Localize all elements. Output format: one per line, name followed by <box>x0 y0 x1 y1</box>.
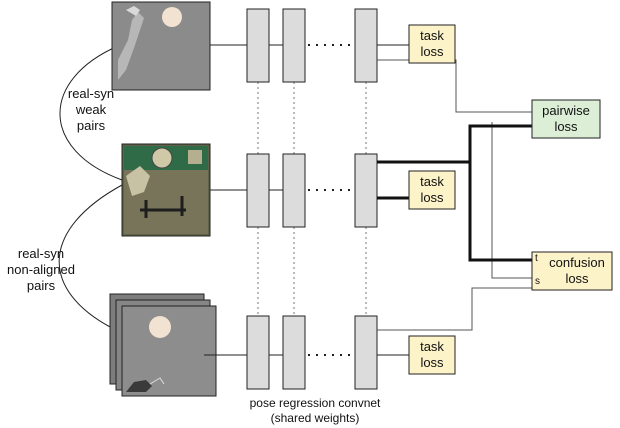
weak-pairs-label-line-2: weak <box>75 102 107 117</box>
confusion-port-t: t <box>535 253 538 264</box>
weak-pairs-label-line-3: pairs <box>76 118 106 133</box>
task-loss-1-line-2: loss <box>420 44 444 59</box>
confusion-loss-label: confusion loss <box>542 255 612 287</box>
task-loss-1-line-1: task <box>420 28 444 43</box>
task-loss-3-line-1: task <box>420 339 444 354</box>
task-loss-box-2 <box>408 170 456 210</box>
weak-pairs-label-line-1: real-syn <box>67 86 115 101</box>
non-aligned-label-line-1: real-syn <box>17 246 65 261</box>
confusion-port-s: s <box>535 276 540 287</box>
shared-weight-dotted-lines <box>257 82 367 316</box>
confusion-loss-line-2: loss <box>565 271 589 286</box>
network-layers <box>246 8 378 390</box>
non-aligned-label-line-2: non-aligned <box>7 262 75 277</box>
non-aligned-label-line-3: pairs <box>26 278 56 293</box>
pairwise-loss-box <box>531 99 601 139</box>
task-loss-2-line-1: task <box>420 174 444 189</box>
confusion-loss-box <box>531 251 613 291</box>
pairwise-loss-line-2: loss <box>554 119 578 134</box>
network-caption: pose regression convnet (shared weights) <box>230 396 400 426</box>
non-aligned-pair-curve <box>58 184 123 329</box>
caption-line-1: pose regression convnet <box>249 396 381 410</box>
pairwise-loss-line-1: pairwise <box>542 103 590 118</box>
real-photo-image <box>121 143 211 237</box>
weak-pairs-label: real-syn weak pairs <box>66 86 116 134</box>
task-loss-3-line-2: loss <box>420 355 444 370</box>
task-loss-box-3 <box>408 335 456 375</box>
task-loss-label-3: task loss <box>409 339 455 371</box>
synthetic-render-image <box>111 1 211 91</box>
caption-line-2: (shared weights) <box>270 411 360 425</box>
confusion-loss-line-1: confusion <box>549 255 605 270</box>
weak-pair-curve <box>59 45 123 181</box>
pairwise-loss-label: pairwise loss <box>532 103 600 135</box>
layer-ellipsis <box>308 44 352 356</box>
task-loss-label-2: task loss <box>409 174 455 206</box>
task-loss-box-1 <box>408 24 456 64</box>
non-aligned-pairs-label: real-syn non-aligned pairs <box>6 246 76 294</box>
task-loss-label-1: task loss <box>409 28 455 60</box>
loss-routing-thick <box>377 124 532 262</box>
synthetic-image-stack <box>109 293 217 397</box>
task-loss-2-line-2: loss <box>420 190 444 205</box>
